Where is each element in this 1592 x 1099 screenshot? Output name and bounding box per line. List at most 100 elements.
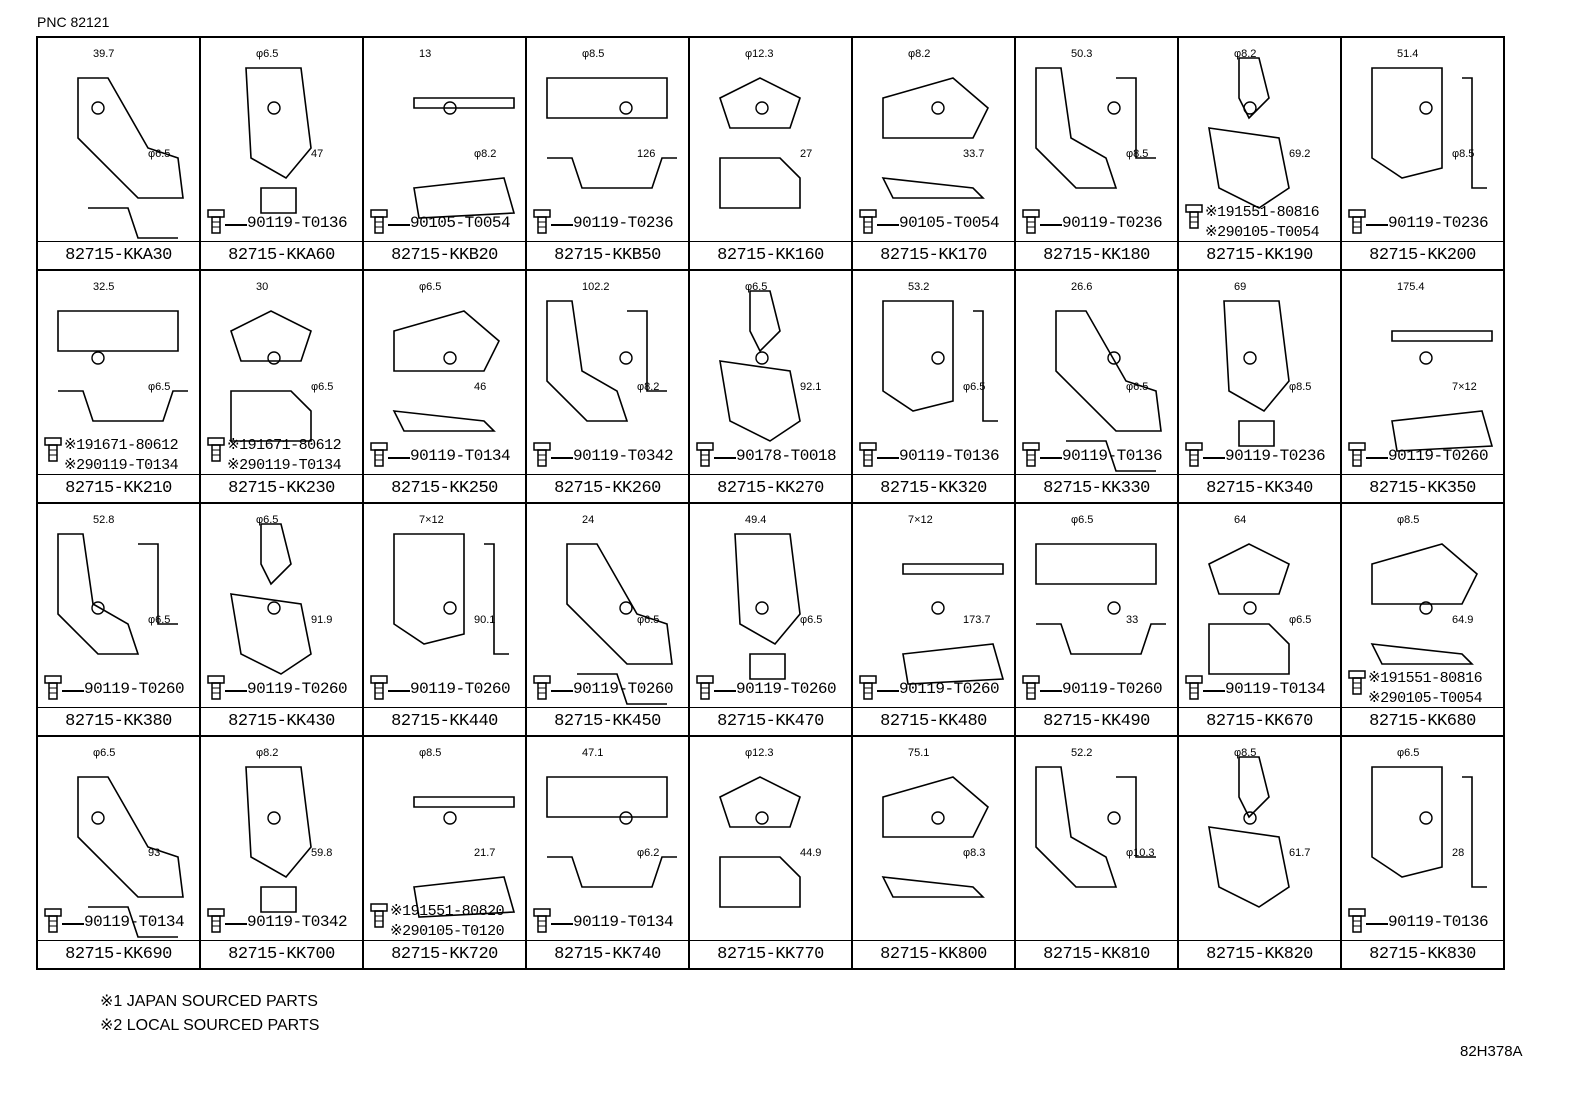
- part-number: 82715-KK270: [690, 474, 851, 502]
- dimension-label: φ8.2: [908, 48, 931, 60]
- dimension-label: φ6.5: [148, 614, 171, 626]
- dimension-label: φ8.2: [474, 148, 497, 160]
- bolt-part-number: 90105-T0054: [410, 214, 511, 232]
- bracket-drawing: [77, 77, 184, 239]
- part-number: 82715-KK670: [1179, 707, 1340, 735]
- dimension-label: 61.7: [1289, 847, 1311, 859]
- dimension-label: φ6.5: [637, 614, 660, 626]
- bracket-drawing: [230, 523, 312, 675]
- mounting-hole: [267, 351, 281, 365]
- bolt-icon: [1022, 209, 1040, 234]
- bracket-drawing: [881, 776, 989, 898]
- leader-line: [1040, 457, 1062, 459]
- bracket-drawing: [719, 776, 801, 908]
- bolt-icon: [207, 437, 225, 462]
- dimension-label: 69.2: [1289, 148, 1311, 160]
- bolt-part-number: ※191671-80612: [227, 437, 342, 454]
- bracket-drawing: [1035, 67, 1156, 189]
- dimension-label: 33: [1126, 614, 1139, 626]
- part-number: 82715-KK720: [364, 940, 525, 968]
- dimension-label: φ6.5: [1126, 381, 1149, 393]
- leader-line: [388, 457, 410, 459]
- leader-line: [714, 690, 736, 692]
- mounting-hole: [1107, 101, 1121, 115]
- drawing-code: 82H378A: [1460, 1043, 1523, 1060]
- bracket-drawing: [77, 776, 184, 938]
- bolt-icon: [370, 209, 388, 234]
- bolt-icon: [533, 675, 551, 700]
- dimension-label: φ8.2: [256, 747, 279, 759]
- part-number: 82715-KKB50: [527, 241, 688, 269]
- bracket-drawing: [413, 796, 516, 918]
- part-number: 82715-KK250: [364, 474, 525, 502]
- leader-line: [388, 690, 410, 692]
- dimension-label: φ8.5: [1289, 381, 1312, 393]
- bolt-part-number: 90119-T0136: [1388, 913, 1489, 931]
- bracket-drawing: [719, 290, 801, 442]
- mounting-hole: [1243, 101, 1257, 115]
- bolt-icon: [44, 908, 62, 933]
- bracket-drawing: [1391, 330, 1494, 452]
- mounting-hole: [1419, 351, 1433, 365]
- mounting-hole: [1107, 351, 1121, 365]
- mounting-hole: [755, 351, 769, 365]
- dimension-label: φ6.2: [637, 847, 660, 859]
- part-number: 82715-KKA60: [201, 241, 362, 269]
- bolt-icon: [1022, 675, 1040, 700]
- mounting-hole: [1419, 101, 1433, 115]
- dimension-label: φ12.3: [745, 747, 774, 759]
- mounting-hole: [931, 351, 945, 365]
- bracket-drawing: [1035, 766, 1156, 888]
- dimension-label: φ6.5: [745, 281, 768, 293]
- dimension-label: φ12.3: [745, 48, 774, 60]
- bracket-drawing: [393, 533, 509, 655]
- mounting-hole: [1243, 811, 1257, 825]
- mounting-hole: [931, 601, 945, 615]
- bracket-drawing: [1208, 543, 1290, 675]
- mounting-hole: [443, 101, 457, 115]
- mounting-hole: [619, 101, 633, 115]
- bracket-drawing: [902, 563, 1005, 685]
- bolt-part-number: 90119-T0136: [247, 214, 348, 232]
- bolt-part-number: ※191671-80612: [64, 437, 179, 454]
- leader-line: [551, 923, 573, 925]
- bolt-icon: [1348, 670, 1366, 695]
- dimension-label: 93: [148, 847, 161, 859]
- bolt-part-number: 90119-T0260: [84, 680, 185, 698]
- mounting-hole: [91, 351, 105, 365]
- part-number: 82715-KK480: [853, 707, 1014, 735]
- dimension-label: φ6.5: [148, 381, 171, 393]
- dimension-label: φ6.5: [800, 614, 823, 626]
- bolt-part-number: 90119-T0342: [573, 447, 674, 465]
- bolt-part-number: 90119-T0134: [410, 447, 511, 465]
- bolt-icon: [1185, 675, 1203, 700]
- part-number: 82715-KK180: [1016, 241, 1177, 269]
- bolt-icon: [207, 675, 225, 700]
- mounting-hole: [443, 601, 457, 615]
- note-local: ※2 LOCAL SOURCED PARTS: [100, 1017, 320, 1034]
- dimension-label: 126: [637, 148, 656, 160]
- part-number: 82715-KK800: [853, 940, 1014, 968]
- part-number: 82715-KK830: [1342, 940, 1503, 968]
- bolt-part-number: ※290105-T0054: [1368, 690, 1483, 707]
- mounting-hole: [267, 101, 281, 115]
- part-number: 82715-KK190: [1179, 241, 1340, 269]
- bolt-icon: [370, 675, 388, 700]
- bolt-part-number: 90178-T0018: [736, 447, 837, 465]
- mounting-hole: [91, 811, 105, 825]
- dimension-label: 52.8: [93, 514, 115, 526]
- leader-line: [1366, 923, 1388, 925]
- bracket-drawing: [1371, 67, 1487, 189]
